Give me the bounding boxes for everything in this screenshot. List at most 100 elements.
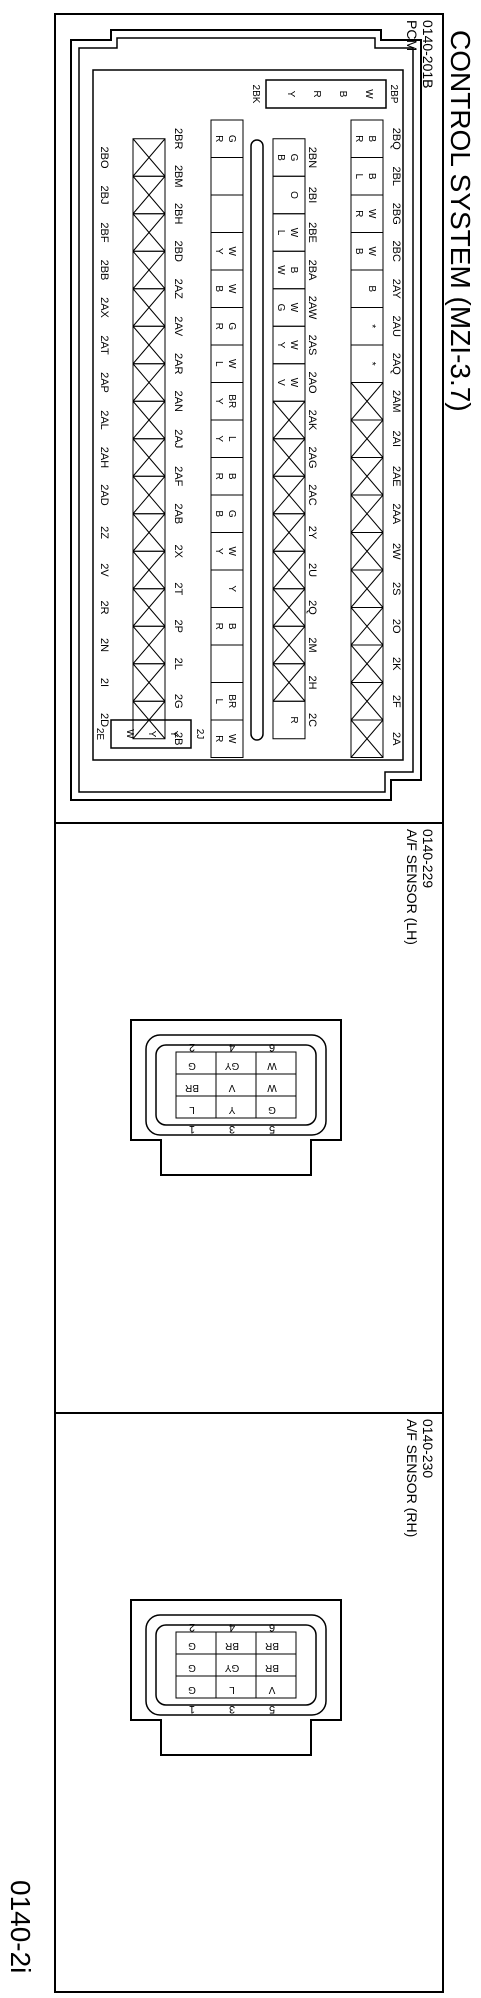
pcm-pin-label-2L: 2L bbox=[172, 658, 184, 670]
af-lh-grid-pin-top: 4 bbox=[229, 1041, 235, 1053]
pcm-pin-2AV: GR bbox=[210, 307, 244, 346]
pcm-pin-2BN: GB bbox=[272, 138, 306, 177]
pcm-pin-label-2A: 2A bbox=[390, 732, 402, 746]
pcm-connector bbox=[70, 29, 422, 801]
pcm-pin-label-2AW: 2AW bbox=[306, 296, 318, 320]
pcm-pin-label-2Y: 2Y bbox=[306, 526, 318, 540]
pcm-pin-2R bbox=[132, 588, 166, 627]
pcm-pin-label-2AQ: 2AQ bbox=[390, 353, 402, 375]
pcm-pin-2BN-stripe-color: B bbox=[275, 154, 286, 161]
pcm-pin-label-2BR: 2BR bbox=[172, 128, 184, 149]
pcm-pin-2BA-wire-color: B bbox=[288, 267, 299, 274]
pcm-pin-2BE: WL bbox=[272, 213, 306, 252]
pcm-pin-2AK bbox=[272, 400, 306, 440]
pcm-right-block-label-top: 2J bbox=[194, 729, 205, 740]
pcm-pin-2AN: BRY bbox=[210, 382, 244, 421]
pcm-right-block-label-bottom: 2E bbox=[94, 728, 105, 741]
pcm-pin-2BR: GR bbox=[210, 119, 244, 158]
pcm-pin-label-2BJ: 2BJ bbox=[98, 186, 110, 205]
pcm-pin-label-2X: 2X bbox=[172, 545, 184, 559]
pcm-pin-2BA: BW bbox=[272, 250, 306, 290]
pcm-pin-2K bbox=[350, 644, 384, 683]
pcm-pin-label-2AK: 2AK bbox=[306, 410, 318, 431]
pcm-pin-2G-stripe-color: L bbox=[213, 698, 224, 704]
pcm-pin-2BL-wire-color: B bbox=[366, 173, 377, 180]
pcm-pin-label-2BA: 2BA bbox=[306, 260, 318, 281]
pcm-pin-2AG bbox=[272, 438, 306, 477]
pcm-pin-2AF-stripe-color: R bbox=[213, 473, 224, 480]
af-rh-grid-pin-top: 2 bbox=[189, 1621, 195, 1633]
pcm-pin-2B-stripe-color: R bbox=[213, 735, 224, 742]
pcm-pin-label-2AN: 2AN bbox=[172, 391, 184, 412]
pcm-pin-label-2AY: 2AY bbox=[390, 279, 402, 300]
af-rh-grid-pin-bottom: 3 bbox=[229, 1703, 235, 1715]
pcm-pin-label-2BE: 2BE bbox=[306, 222, 318, 243]
pcm-pin-2BG-stripe-color: R bbox=[353, 210, 364, 217]
pcm-pin-2BQ-stripe-color: R bbox=[353, 135, 364, 142]
pcm-pin-2AN-wire-color: BR bbox=[226, 394, 237, 408]
pcm-pin-2BH bbox=[210, 194, 244, 233]
pcm-right-block-color: Y bbox=[146, 731, 157, 738]
af-rh-grid-cell-color: GY bbox=[224, 1662, 239, 1673]
pcm-pin-label-2AE: 2AE bbox=[390, 466, 402, 487]
pcm-pin-label-2S: 2S bbox=[390, 582, 402, 595]
pcm-pin-label-2C: 2C bbox=[306, 713, 318, 727]
pcm-pin-label-2BM: 2BM bbox=[172, 165, 184, 188]
pcm-pin-2AQ-wire-color: * bbox=[366, 362, 377, 366]
pcm-pin-label-2U: 2U bbox=[306, 563, 318, 577]
pcm-pin-2M bbox=[272, 625, 306, 665]
pcm-pin-2AP bbox=[132, 363, 166, 402]
pcm-pin-2BD-wire-color: W bbox=[226, 247, 237, 257]
pcm-pin-2AX bbox=[132, 288, 166, 327]
pcm-pin-label-2BC: 2BC bbox=[390, 241, 402, 262]
pcm-pin-label-2AC: 2AC bbox=[306, 484, 318, 505]
pcm-pin-2AE bbox=[350, 457, 384, 496]
pcm-pin-2AR-wire-color: W bbox=[226, 359, 237, 369]
pcm-pin-2T: Y bbox=[210, 569, 244, 608]
pcm-pin-label-2BO: 2BO bbox=[98, 146, 110, 168]
pcm-pin-2V bbox=[132, 550, 166, 590]
af-lh-grid-cell-color: V bbox=[228, 1082, 235, 1093]
pcm-pin-2AT bbox=[132, 325, 166, 365]
pcm-pin-2BG-wire-color: W bbox=[366, 209, 377, 219]
pcm-pin-label-2B: 2B bbox=[172, 732, 184, 745]
af-rh-grid-cell-color: G bbox=[188, 1662, 196, 1673]
pcm-left-block-label-bottom: 2BK bbox=[250, 85, 261, 104]
pcm-pin-2BA-stripe-color: W bbox=[275, 265, 286, 275]
pcm-pin-label-2H: 2H bbox=[306, 675, 318, 689]
pcm-pin-2BF bbox=[132, 213, 166, 252]
pcm-pin-label-2BG: 2BG bbox=[390, 203, 402, 225]
pcm-pin-label-2AI: 2AI bbox=[390, 430, 402, 447]
pcm-pin-2AU: * bbox=[350, 307, 384, 346]
pcm-pin-2AB: GB bbox=[210, 494, 244, 533]
pcm-pin-2AB-stripe-color: B bbox=[213, 510, 224, 517]
af-rh-grid-cell-color: V bbox=[268, 1684, 275, 1695]
pcm-pin-2S bbox=[350, 569, 384, 608]
pcm-pin-2BC-wire-color: W bbox=[366, 247, 377, 257]
af-lh-grid-pin-bottom: 5 bbox=[269, 1123, 275, 1135]
pcm-pin-2AL bbox=[132, 400, 166, 440]
pcm-left-block-label-top: 2BP bbox=[388, 85, 399, 104]
pcm-pin-label-2BN: 2BN bbox=[306, 147, 318, 168]
af-rh-grid-cell-color: BR bbox=[265, 1640, 279, 1651]
pcm-pin-label-2AH: 2AH bbox=[98, 447, 110, 468]
pcm-pin-label-2O: 2O bbox=[390, 619, 402, 634]
pcm-pin-label-2AG: 2AG bbox=[306, 446, 318, 468]
pcm-left-block-color: B bbox=[337, 91, 348, 98]
outer-frame bbox=[54, 13, 444, 1993]
panel-1-name: PCM bbox=[404, 20, 420, 51]
pcm-pin-2AR: WL bbox=[210, 344, 244, 383]
pcm-pin-2B: WR bbox=[210, 719, 244, 758]
pcm-pin-2P: BR bbox=[210, 607, 244, 646]
af-rh-grid-cell-color: BR bbox=[225, 1640, 239, 1651]
pcm-pin-label-2D: 2D bbox=[98, 713, 110, 727]
pcm-pin-2BI-wire-color: O bbox=[288, 191, 299, 199]
pcm-pin-label-2V: 2V bbox=[98, 563, 110, 577]
pcm-pin-2AH bbox=[132, 438, 166, 477]
pcm-pin-2AW-wire-color: W bbox=[288, 303, 299, 313]
pcm-pin-2BD: WY bbox=[210, 232, 244, 271]
pcm-pin-2L bbox=[210, 644, 244, 683]
pcm-pin-2X: WY bbox=[210, 532, 244, 571]
